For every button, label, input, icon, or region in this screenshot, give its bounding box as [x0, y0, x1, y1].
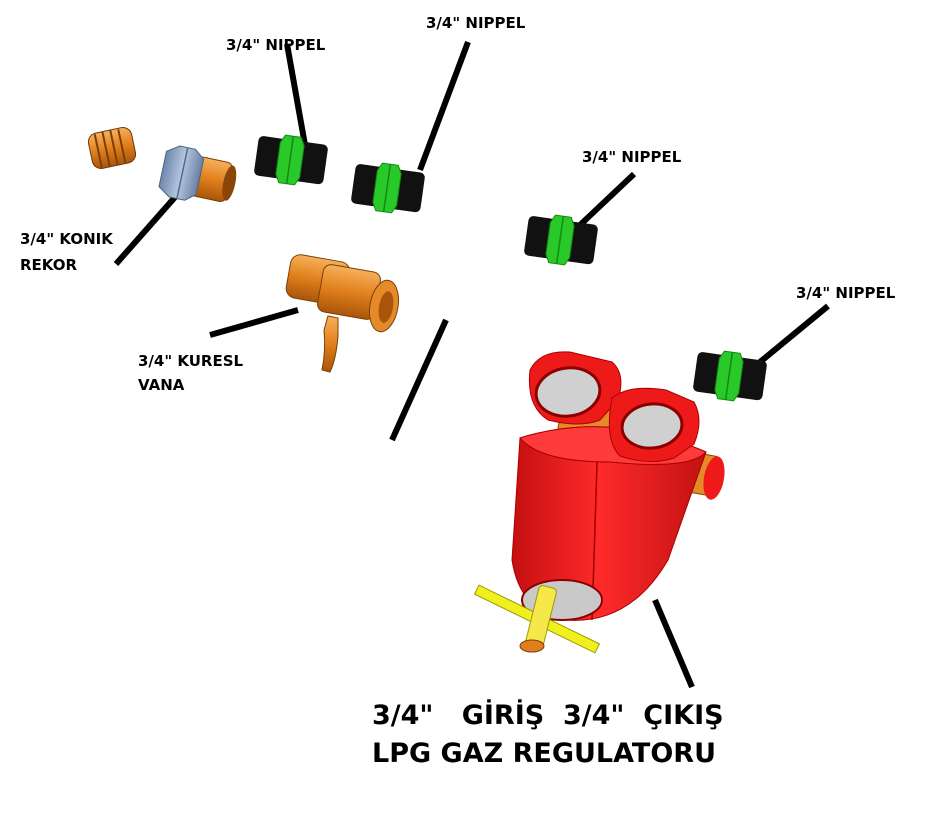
- leader-line-regulator-inlet: [389, 318, 449, 442]
- nippel-2: [351, 162, 425, 214]
- lpg-regulator: [473, 351, 725, 654]
- ball-valve: [285, 254, 400, 373]
- nippel-3: [524, 214, 598, 266]
- konik-rekor-union: [158, 145, 237, 203]
- leader-line-nippel-4: [758, 303, 830, 365]
- leader-line-kuresel-vana: [209, 307, 299, 338]
- pressure-gauge-right: [608, 387, 700, 462]
- leader-line-nippel-1: [284, 43, 308, 146]
- label-nippel-3: 3/4" NIPPEL: [582, 148, 682, 166]
- title-line-2: LPG GAZ REGULATORU: [372, 738, 716, 769]
- brass-fitting: [87, 126, 137, 170]
- nippel-1: [254, 134, 328, 186]
- label-kuresel-vana-line2: VANA: [138, 376, 185, 394]
- leader-lines: [113, 40, 830, 689]
- adjust-handle: [473, 584, 601, 654]
- label-nippel-1: 3/4" NIPPEL: [226, 36, 326, 54]
- title-line-1: 3/4" GİRİŞ 3/4" ÇIKIŞ: [372, 700, 724, 731]
- pressure-gauge-left: [528, 351, 622, 425]
- label-nippel-2: 3/4" NIPPEL: [426, 14, 526, 32]
- label-kuresel-vana-line1: 3/4" KURESL: [138, 352, 244, 370]
- leader-line-nippel-2: [417, 40, 471, 172]
- nippel-4: [693, 350, 767, 402]
- leader-line-regulator-outlet: [652, 598, 695, 689]
- label-konik-rekor-line1: 3/4" KONIK: [20, 230, 113, 248]
- leader-line-konik-rekor: [113, 194, 179, 266]
- label-konik-rekor-line2: REKOR: [20, 256, 78, 274]
- label-nippel-4: 3/4" NIPPEL: [796, 284, 896, 302]
- leader-line-nippel-3: [577, 171, 637, 228]
